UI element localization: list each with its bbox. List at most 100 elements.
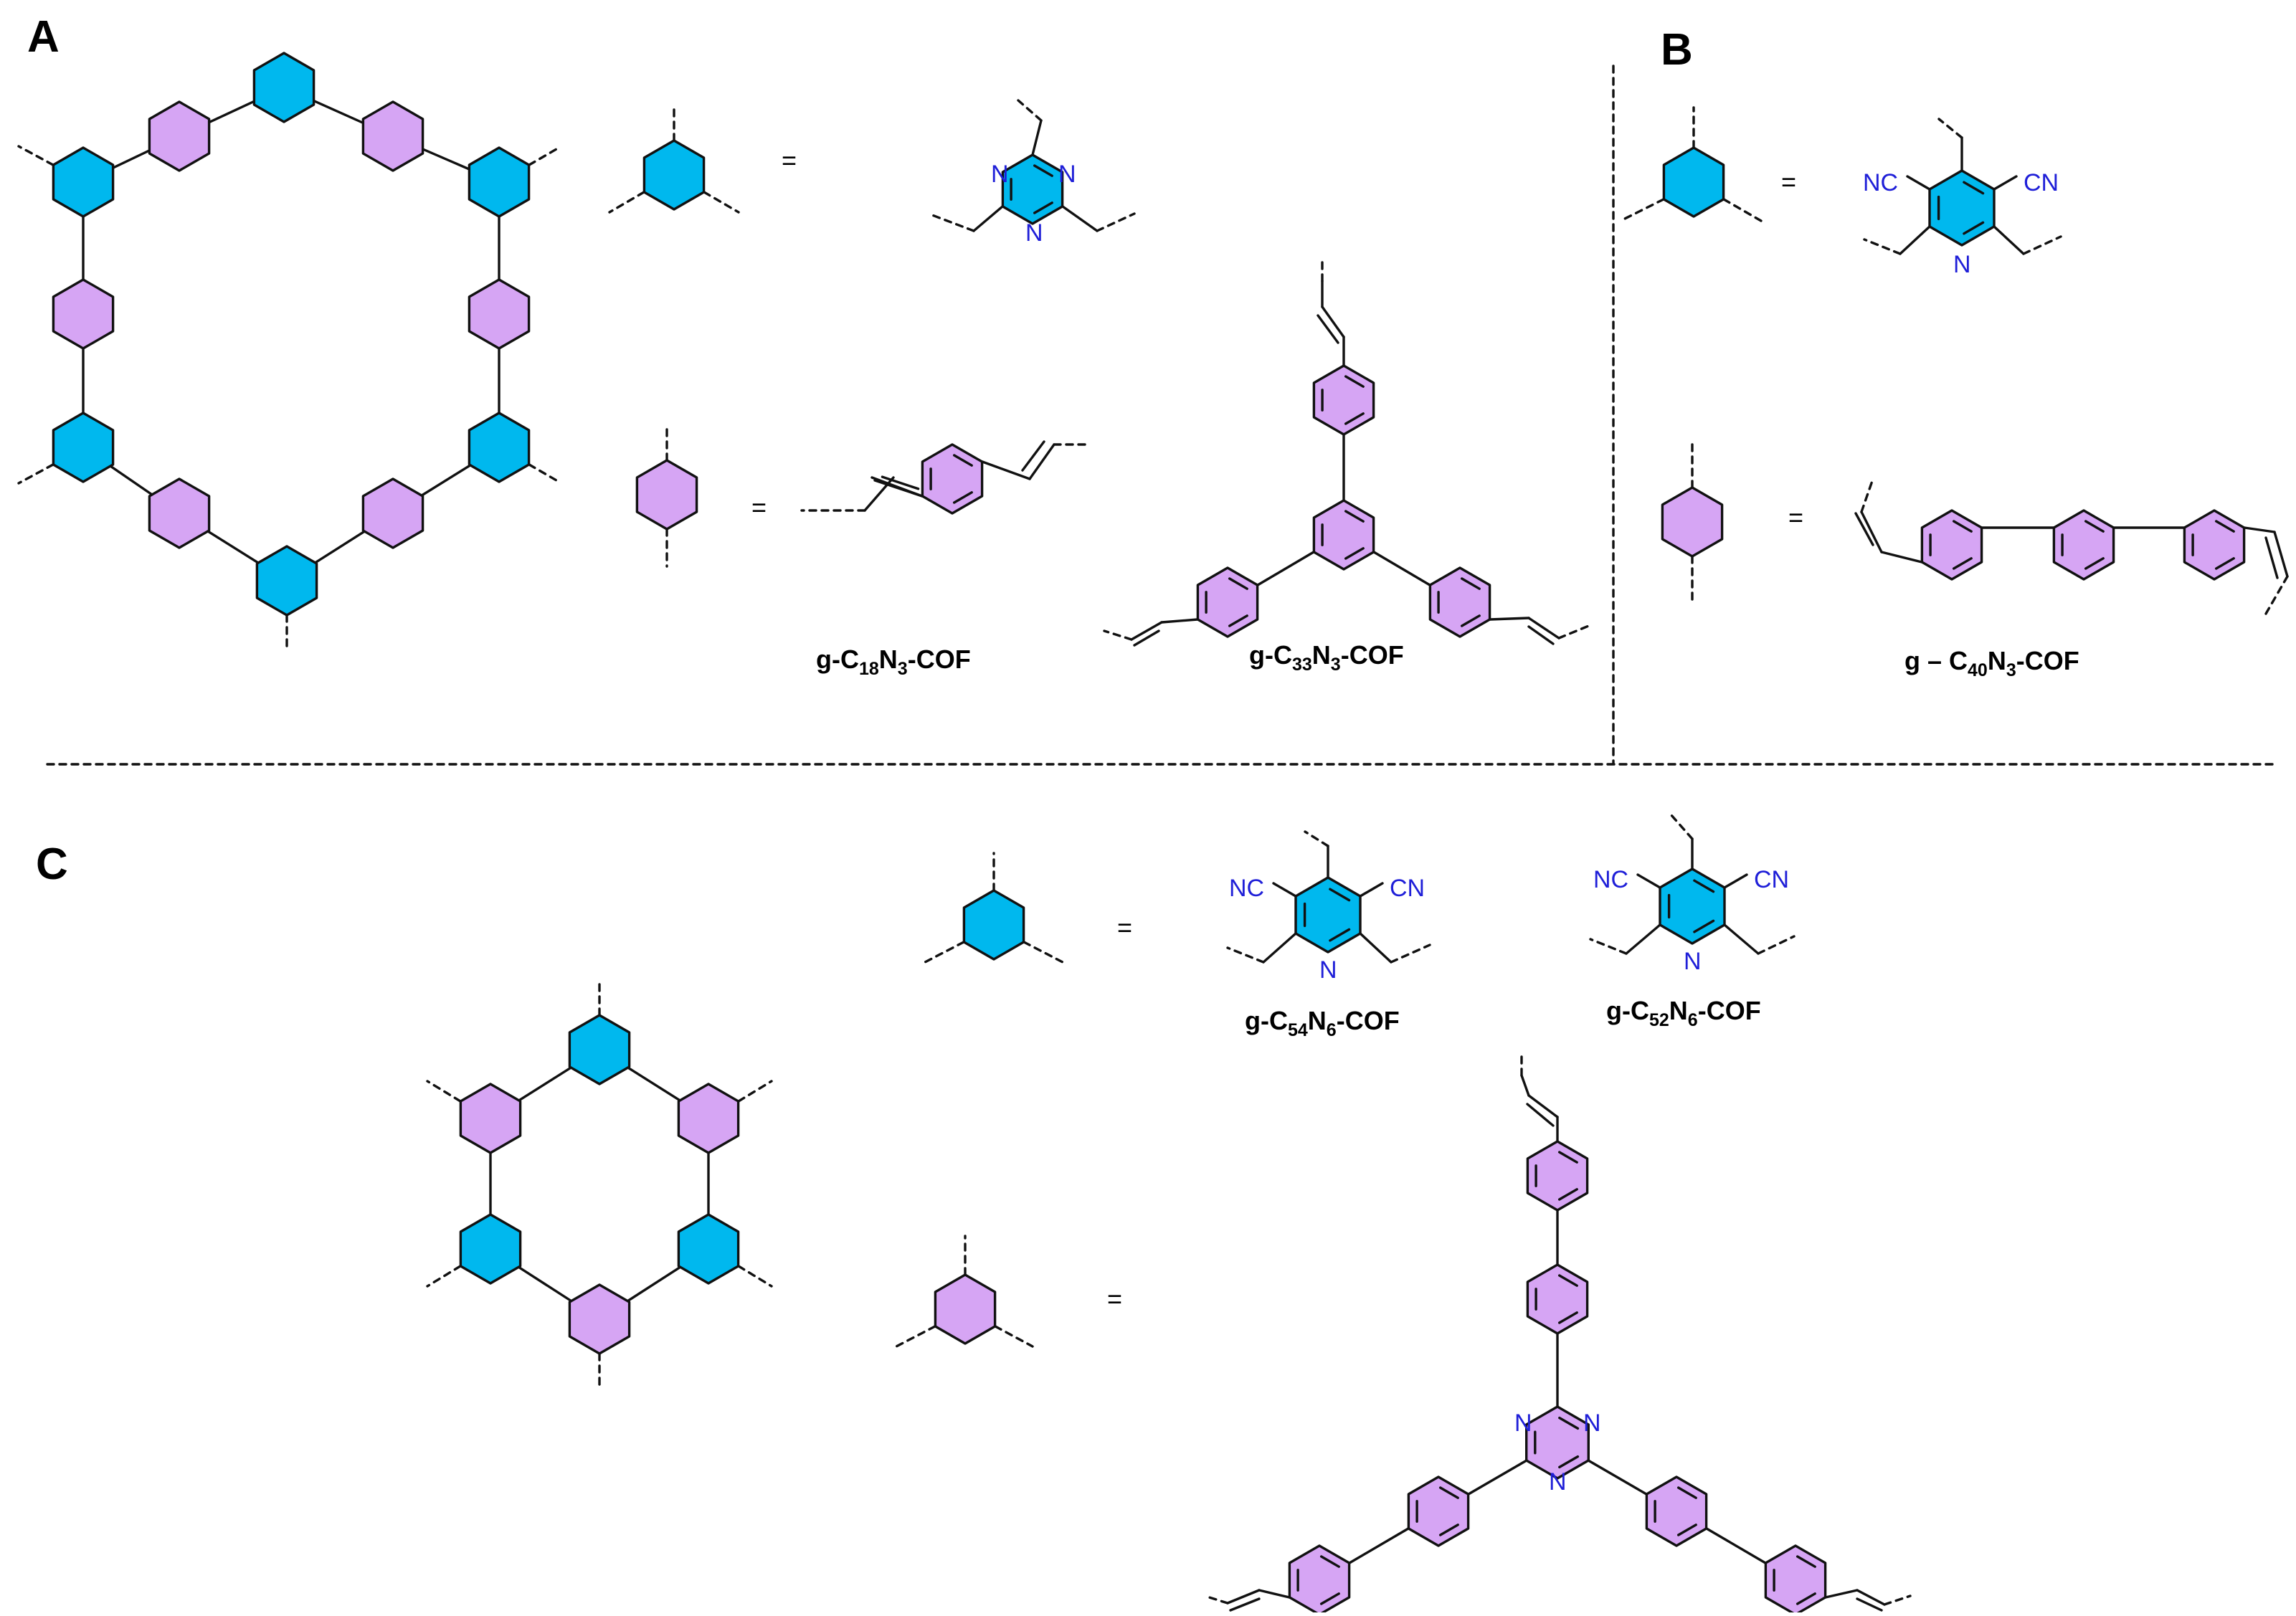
dangling-bond [737, 1080, 773, 1103]
aryl-aryl-bond [1467, 1459, 1528, 1496]
aromatic-double-bond [1319, 1555, 1340, 1568]
dangling-bond [895, 1325, 936, 1348]
nitrile-label: NC [1863, 169, 1898, 196]
legend-linker-hexagon [934, 1273, 997, 1345]
aryl-aryl-bond [1372, 551, 1431, 586]
nitrile-bond [1993, 175, 2018, 191]
aromatic-double-bond [2084, 520, 2105, 533]
caption-g-c52n6-cof: g-C52N6-COF [1606, 996, 1761, 1030]
dangling-bond [1226, 946, 1265, 964]
equals-sign-b-linker: = [1788, 503, 1803, 532]
nitrile-bond [1906, 175, 1931, 191]
vinylene-bond [1021, 440, 1045, 472]
nitrogen-label: N [1025, 219, 1043, 247]
aromatic-double-bond [1438, 1524, 1459, 1536]
dangling-bond [931, 214, 975, 232]
vinylene-bond [2243, 526, 2276, 533]
legend-node-hexagon [962, 889, 1025, 961]
aromatic-double-bond [952, 454, 973, 467]
aromatic-double-bond [1319, 1592, 1340, 1605]
vinylene-bond [1160, 618, 1199, 624]
aryl-aryl-bond [1705, 1527, 1767, 1564]
dangling-bond [1390, 944, 1431, 964]
aromatic-double-bond [1033, 164, 1053, 177]
nitrogen-label: N [1319, 956, 1337, 984]
aromatic-double-bond [1963, 181, 1985, 195]
linker-hexagon [361, 100, 424, 172]
dangling-bond [1103, 629, 1133, 641]
vinylene-bond [1226, 1589, 1261, 1605]
nitrogen-label: N [991, 161, 1009, 188]
dangling-bond [1304, 830, 1329, 847]
methylene-bond [1359, 932, 1393, 964]
vinylene-bond [1854, 512, 1874, 546]
methylene-bond [1262, 932, 1297, 964]
vinylene-bond [1526, 1103, 1555, 1127]
nitrile-label: NC [1229, 875, 1264, 902]
aromatic-double-bond [1557, 1274, 1578, 1287]
aromatic-double-bond [1693, 919, 1715, 933]
equals-sign-a-node: = [782, 146, 797, 175]
vinylene-bond [1520, 1074, 1530, 1097]
dangling-bond [1622, 198, 1665, 221]
aromatic-double-bond [1676, 1486, 1697, 1499]
node-hexagon [568, 1014, 631, 1085]
node-hexagon [52, 146, 115, 218]
dangling-bond [1669, 813, 1694, 840]
dangling-bond [1937, 118, 1963, 139]
legend-node-hexagon [642, 139, 706, 211]
linker-hexagon [568, 1283, 631, 1355]
methylene-bond [1993, 225, 2025, 255]
aromatic-double-bond [1460, 614, 1481, 627]
vinylene-bond [1130, 621, 1163, 641]
node-hexagon [677, 1213, 740, 1285]
aromatic-double-bond [1033, 201, 1053, 214]
aromatic-double-bond [1558, 1416, 1580, 1430]
dangling-bond [528, 148, 558, 166]
aromatic-double-bond [1558, 1455, 1580, 1469]
nitrile-label: CN [1390, 875, 1425, 902]
aryl-aryl-bond [1256, 551, 1315, 586]
aryl-aryl-bond [1348, 1527, 1410, 1564]
linker-hexagon [52, 278, 115, 350]
panel-label-a: A [27, 12, 60, 62]
aromatic-double-bond [1344, 510, 1365, 523]
aromatic-double-bond [1557, 1151, 1578, 1164]
vinylene-bond [1856, 1589, 1886, 1606]
nitrogen-label: N [1514, 1410, 1532, 1437]
equals-sign-c-node: = [1117, 913, 1132, 942]
node-hexagon [52, 412, 115, 483]
nitrile-label: NC [1593, 866, 1628, 893]
nitrile-bond [1636, 873, 1661, 889]
dangling-bond [1557, 624, 1592, 640]
methylene-bond [1061, 205, 1099, 232]
dangling-bond [1860, 477, 1874, 513]
aromatic-double-bond [1963, 221, 1985, 235]
equals-sign-a-linker: = [751, 493, 767, 522]
vinylene-bond [981, 460, 1031, 480]
bond-layer [17, 65, 2289, 1612]
dangling-bond [2022, 235, 2062, 255]
caption-g-c54n6-cof: g-C54N6-COF [1245, 1006, 1400, 1040]
linker-hexagon [468, 278, 531, 350]
panel-label-b: B [1661, 25, 1693, 75]
dangling-bond [17, 145, 54, 166]
node-hexagon [252, 52, 316, 123]
vinylene-bond [1860, 510, 1883, 553]
linker-hexagon [459, 1083, 522, 1154]
methylene-bond [1899, 225, 1931, 255]
caption-g-c33n3-cof: g-C33N3-COF [1249, 640, 1404, 675]
aromatic-double-bond [1344, 375, 1365, 388]
vinylene-bond [1856, 1597, 1883, 1612]
vinylene-bond [1824, 1589, 1859, 1599]
node-hexagon [255, 545, 318, 617]
linker-hexagon [148, 477, 211, 549]
caption-g-c40n3-cof: g – C40N3-COF [1904, 646, 2079, 680]
vinylene-bond [1028, 443, 1056, 480]
methylene-bond [972, 205, 1004, 232]
nitrogen-label: N [1953, 251, 1971, 278]
nitrile-bond [1359, 882, 1384, 898]
vinylene-bond [1321, 305, 1345, 338]
nitrogen-label: N [1583, 1410, 1601, 1437]
